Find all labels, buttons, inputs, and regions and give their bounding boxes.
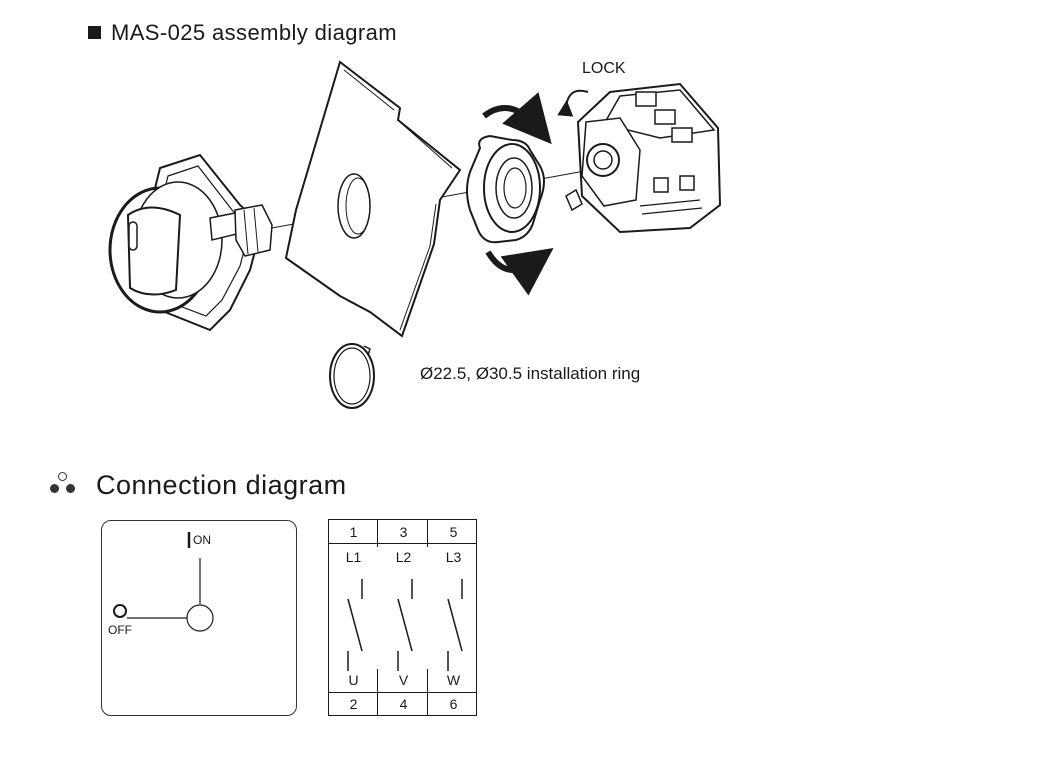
- three-dots-icon: [48, 472, 78, 496]
- locking-nut: [466, 134, 545, 244]
- rotary-handle: [108, 153, 273, 332]
- pole-contacts: [347, 579, 463, 671]
- terminal-bottom-4: 4: [399, 696, 408, 712]
- line-l2: L2: [395, 549, 412, 565]
- installation-ring: [329, 343, 375, 409]
- switch-position-drawing: [113, 532, 214, 632]
- assembly-title-text: MAS-025 assembly diagram: [111, 20, 397, 45]
- line-l3: L3: [445, 549, 462, 565]
- lock-label: LOCK: [582, 60, 626, 77]
- connection-title: Connection diagram: [48, 470, 347, 501]
- lock-rotation-arrow-icon: [557, 89, 589, 117]
- load-w: W: [446, 672, 461, 688]
- load-u: U: [348, 672, 359, 688]
- square-bullet-icon: [88, 26, 101, 39]
- off-indicator-circle: [113, 604, 127, 618]
- contact-block: [565, 82, 722, 234]
- connection-title-text: Connection diagram: [96, 470, 347, 500]
- switch-pivot-circle: [186, 604, 214, 632]
- assembly-title: MAS-025 assembly diagram: [88, 20, 397, 46]
- rotation-arrow-icon: [482, 92, 552, 145]
- switch-off-label: OFF: [108, 623, 132, 637]
- load-v: V: [398, 672, 409, 688]
- terminal-top-5: 5: [449, 524, 458, 540]
- terminal-bottom-2: 2: [349, 696, 358, 712]
- terminal-top-1: 1: [349, 524, 358, 540]
- wiring-table: [328, 519, 477, 716]
- assembly-drawing: [108, 60, 722, 409]
- terminal-top-3: 3: [399, 524, 408, 540]
- installation-ring-label: Ø22.5, Ø30.5 installation ring: [420, 364, 641, 383]
- switch-position-diagram: [101, 520, 297, 716]
- switch-on-label: ON: [193, 533, 211, 547]
- panel-plate: [284, 60, 462, 338]
- line-l1: L1: [345, 549, 362, 565]
- rotation-arrow-icon: [485, 248, 554, 296]
- terminal-bottom-6: 6: [449, 696, 458, 712]
